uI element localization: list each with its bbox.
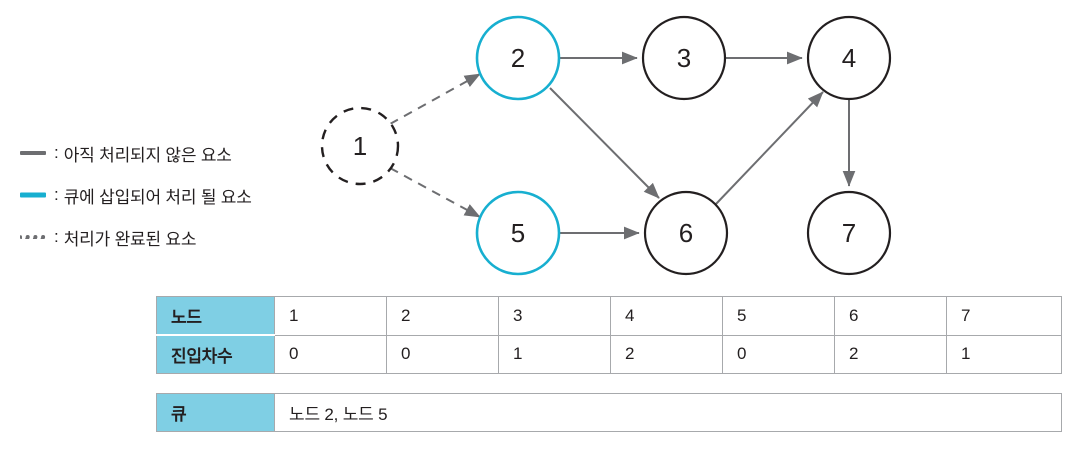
legend-separator-1: : bbox=[54, 185, 59, 204]
solid-gray-line-icon bbox=[18, 146, 48, 160]
indegree-table: 노드 1 2 3 4 5 6 7 진입차수 0 0 1 2 0 2 bbox=[156, 296, 1062, 374]
legend-item-unprocessed: : 아직 처리되지 않은 요소 bbox=[18, 132, 318, 174]
graph-node-1[interactable]: 1 bbox=[320, 106, 400, 186]
solid-cyan-line-icon bbox=[18, 188, 48, 202]
legend-label-unprocessed: 아직 처리되지 않은 요소 bbox=[63, 145, 232, 165]
graph-node-6[interactable]: 6 bbox=[643, 190, 729, 276]
edge-6-to-4 bbox=[715, 91, 824, 205]
graph-node-5-label: 5 bbox=[511, 218, 525, 248]
graph-node-3-label: 3 bbox=[677, 43, 691, 73]
legend-separator-2: : bbox=[54, 227, 59, 246]
table-row-indegree: 진입차수 0 0 1 2 0 2 1 bbox=[156, 334, 1062, 374]
graph-node-7[interactable]: 7 bbox=[806, 190, 892, 276]
cell-indegree-3: 1 bbox=[498, 334, 611, 374]
queue-table: 큐 노드 2, 노드 5 bbox=[156, 393, 1062, 432]
cell-indegree-6: 2 bbox=[834, 334, 947, 374]
cell-node-4: 4 bbox=[610, 296, 723, 336]
graph-node-5[interactable]: 5 bbox=[475, 190, 561, 276]
cell-indegree-2: 0 bbox=[386, 334, 499, 374]
cell-indegree-5: 0 bbox=[722, 334, 835, 374]
cell-node-2: 2 bbox=[386, 296, 499, 336]
legend-separator-0: : bbox=[54, 143, 59, 162]
legend-item-done: : 처리가 완료된 요소 bbox=[18, 216, 318, 258]
cell-indegree-1: 0 bbox=[274, 334, 387, 374]
graph-node-2[interactable]: 2 bbox=[475, 15, 561, 101]
legend-label-done: 처리가 완료된 요소 bbox=[63, 229, 197, 249]
table-row-node: 노드 1 2 3 4 5 6 7 bbox=[156, 296, 1062, 336]
cell-indegree-7: 1 bbox=[946, 334, 1062, 374]
cell-node-7: 7 bbox=[946, 296, 1062, 336]
legend-label-queued: 큐에 삽입되어 처리 될 요소 bbox=[63, 187, 252, 207]
cell-node-6: 6 bbox=[834, 296, 947, 336]
dotted-gray-line-icon bbox=[18, 230, 48, 244]
graph-node-7-label: 7 bbox=[842, 218, 856, 248]
graph-node-4-label: 4 bbox=[842, 43, 856, 73]
edge-1-to-2 bbox=[389, 73, 481, 125]
legend: : 아직 처리되지 않은 요소 : 큐에 삽입되어 처리 될 요소 : 처리가 … bbox=[18, 132, 318, 258]
row-header-indegree: 진입차수 bbox=[156, 334, 275, 374]
cell-node-1: 1 bbox=[274, 296, 387, 336]
graph-node-6-label: 6 bbox=[679, 218, 693, 248]
cell-indegree-4: 2 bbox=[610, 334, 723, 374]
graph-node-1-label: 1 bbox=[353, 131, 367, 161]
edge-1-to-5 bbox=[389, 167, 481, 218]
tables-area: 노드 1 2 3 4 5 6 7 진입차수 0 0 1 2 0 2 bbox=[156, 296, 1062, 432]
row-header-node: 노드 bbox=[156, 296, 275, 336]
graph-node-4[interactable]: 4 bbox=[806, 15, 892, 101]
graph-node-2-label: 2 bbox=[511, 43, 525, 73]
cell-node-3: 3 bbox=[498, 296, 611, 336]
cell-node-5: 5 bbox=[722, 296, 835, 336]
graph-node-3[interactable]: 3 bbox=[641, 15, 727, 101]
row-header-queue: 큐 bbox=[156, 393, 275, 432]
legend-item-queued: : 큐에 삽입되어 처리 될 요소 bbox=[18, 174, 318, 216]
graph-edges bbox=[389, 51, 856, 240]
graph-diagram: 1 2 3 4 5 6 7 bbox=[300, 0, 1085, 290]
edge-2-to-6 bbox=[549, 87, 660, 199]
cell-queue-contents: 노드 2, 노드 5 bbox=[274, 393, 1062, 432]
table-row-queue: 큐 노드 2, 노드 5 bbox=[156, 393, 1062, 432]
